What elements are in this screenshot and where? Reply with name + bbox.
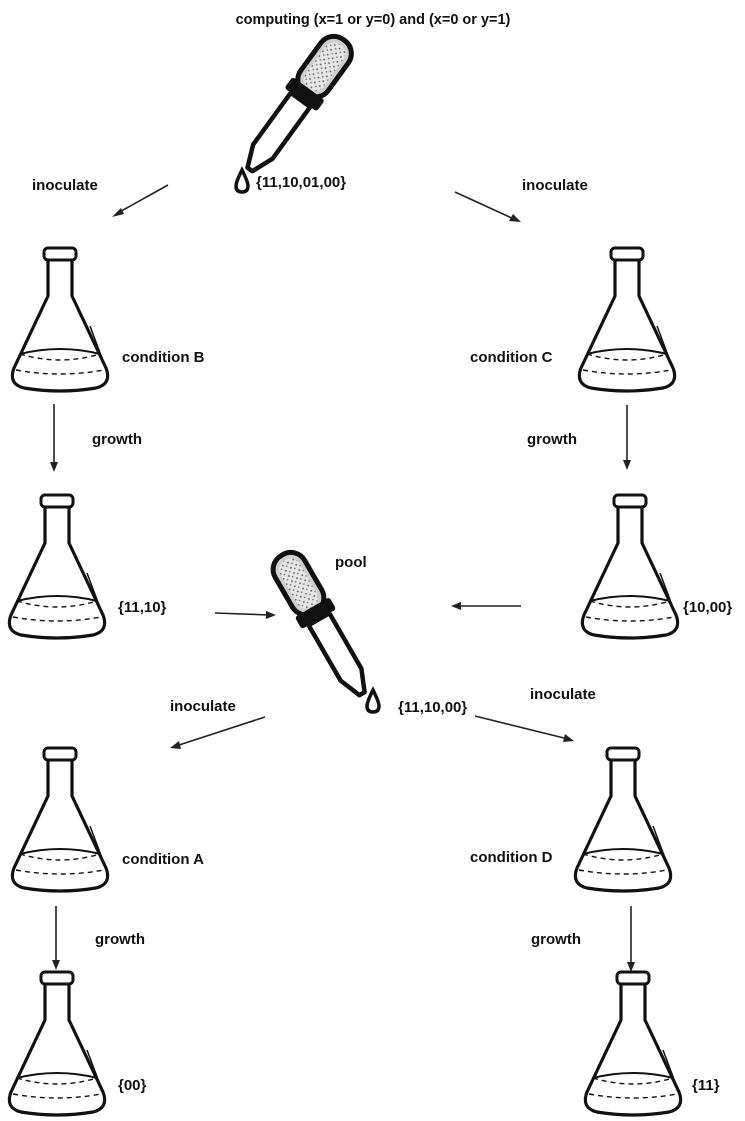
inoculate-left-bottom-label: inoculate [170,698,236,715]
arrow-growth-right-top [623,405,631,470]
inoculate-right-bottom-label: inoculate [530,686,596,703]
flask-condition-c [577,246,677,393]
flask-00 [7,970,107,1117]
inoculate-right-top-label: inoculate [522,177,588,194]
arrow-top-dropper-to-flask-c [454,191,521,222]
inoculate-left-top-label: inoculate [32,177,98,194]
flask-condition-a [10,746,110,893]
arrow-growth-left-bottom [52,906,60,970]
flask-condition-b [10,246,110,393]
flask-11-label: {11} [692,1077,720,1094]
flask-11 [583,970,683,1117]
flask-10-00 [580,493,680,640]
arrow-pool-to-flask-d [474,715,574,742]
flask-10-00-label: {10,00} [683,599,732,616]
pool-dropper-set-label: {11,10,00} [398,699,467,716]
arrow-flask-11-10-to-pool [214,611,276,619]
arrow-growth-left-top [50,404,58,472]
flask-11-10 [7,493,107,640]
growth-right-top-label: growth [527,431,577,448]
flask-condition-b-label: condition B [122,349,205,366]
arrow-growth-right-bottom [627,906,635,972]
diagram-title: computing (x=1 or y=0) and (x=0 or y=1) [236,12,511,28]
arrow-pool-to-flask-a [170,716,266,749]
flask-11-10-label: {11,10} [118,599,167,616]
pool-label: pool [335,554,367,571]
arrow-top-dropper-to-flask-b [112,184,169,217]
growth-left-bottom-label: growth [95,931,145,948]
pool-dropper-drop-icon [365,688,381,714]
flask-condition-d-label: condition D [470,849,553,866]
top-dropper [234,28,360,194]
flask-condition-a-label: condition A [122,851,204,868]
flask-00-label: {00} [118,1077,147,1094]
growth-left-top-label: growth [92,431,142,448]
top-dropper-drop-icon [234,168,250,194]
top-dropper-set-label: {11,10,01,00} [256,174,346,191]
arrow-flask-10-00-to-pool [451,602,521,610]
growth-right-bottom-label: growth [531,931,581,948]
flask-condition-c-label: condition C [470,349,553,366]
flask-condition-d [573,746,673,893]
